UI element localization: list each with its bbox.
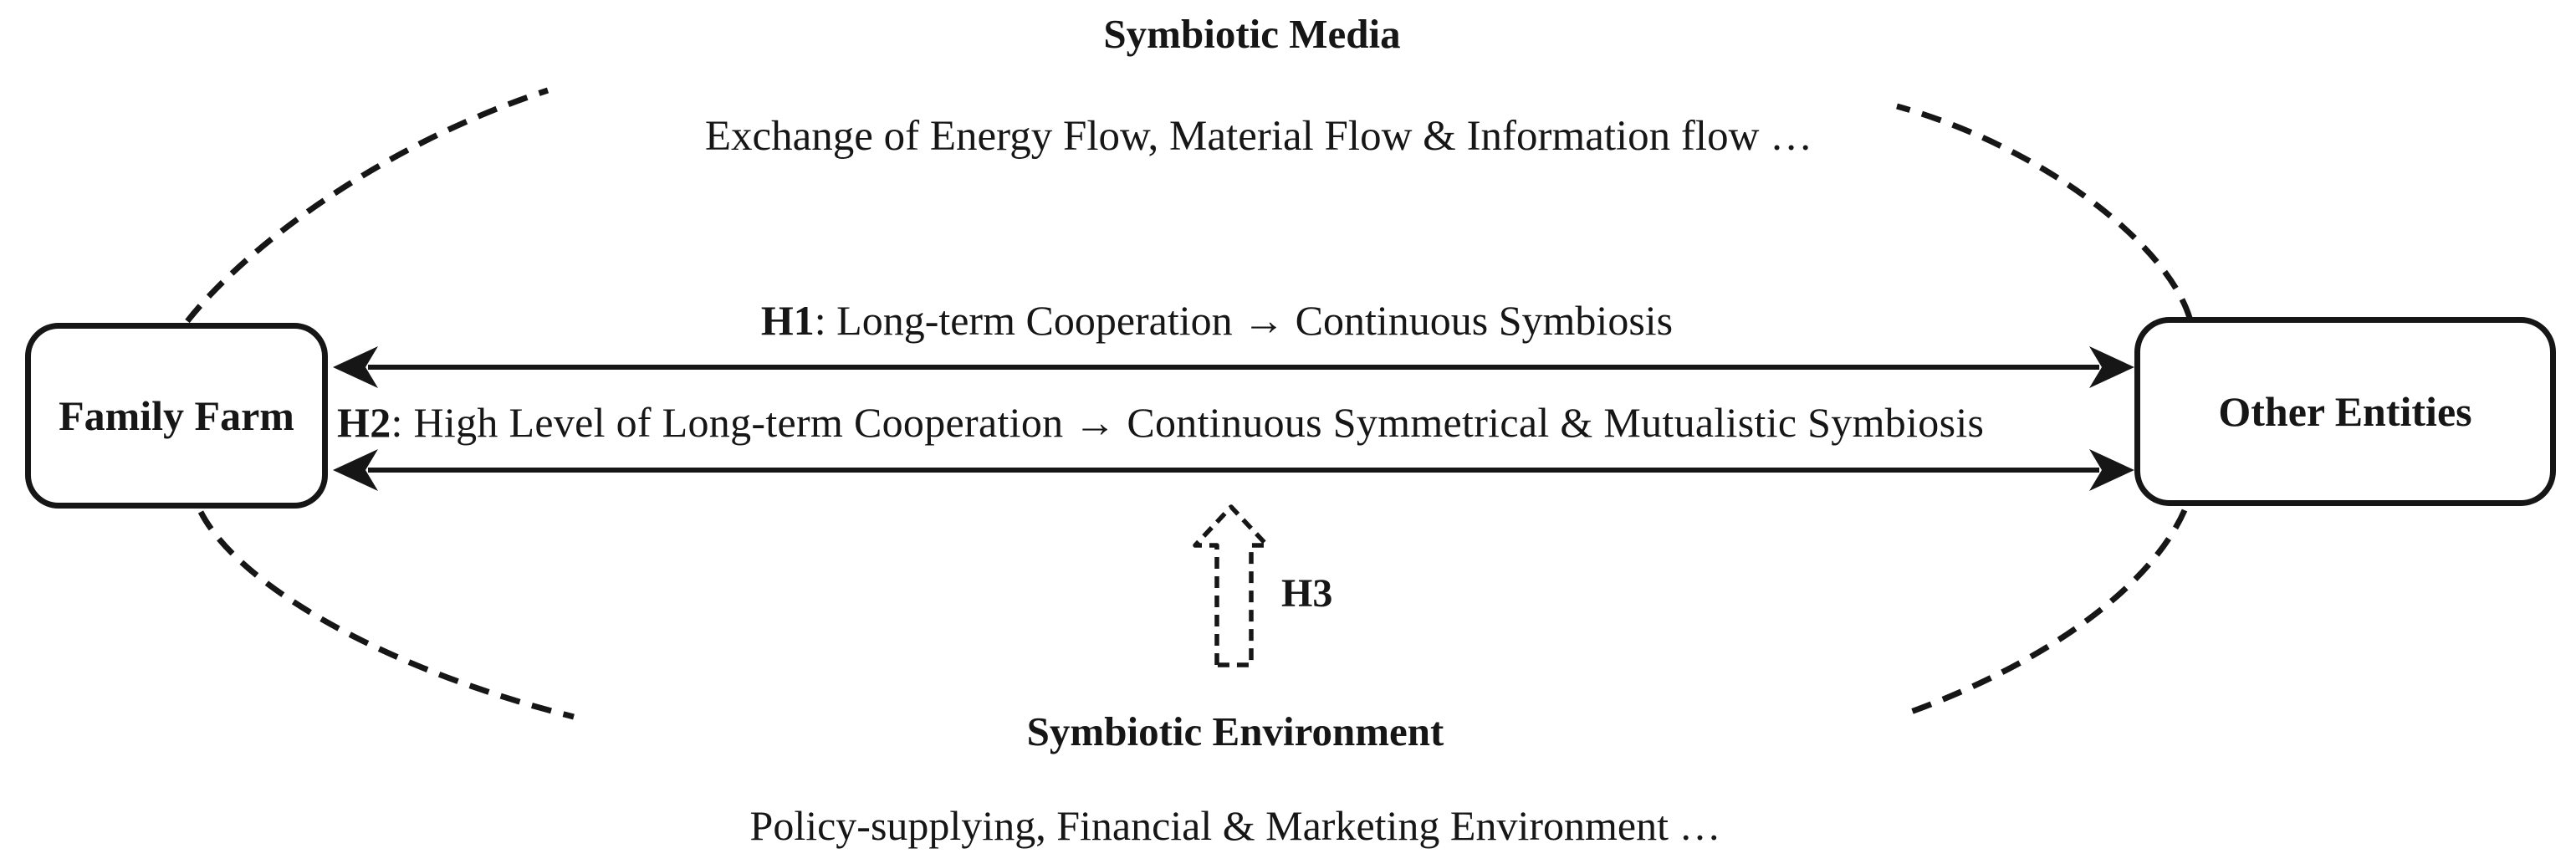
h1-statement: : Long-term Cooperation → Continuous Sym… — [814, 297, 1674, 344]
h3-dashed-block-arrow-icon — [1193, 504, 1270, 667]
symbiotic-environment-description: Policy-supplying, Financial & Marketing … — [749, 802, 1721, 849]
hypothesis-h2-text: H2: High Level of Long-term Cooperation … — [337, 401, 1984, 443]
other-entities-label: Other Entities — [2218, 388, 2472, 435]
hypothesis-h3-label: H3 — [1281, 571, 1333, 616]
symbiotic-environment-title: Symbiotic Environment — [1026, 708, 1444, 754]
family-farm-box: Family Farm — [25, 323, 328, 509]
h1-double-arrow — [333, 346, 2134, 388]
h2-arrowhead-left-icon — [333, 449, 378, 491]
h2-arrowhead-right-icon — [2089, 449, 2134, 491]
h2-statement: : High Level of Long-term Cooperation → … — [391, 399, 1985, 446]
symbiotic-media-title: Symbiotic Media — [1103, 11, 1401, 57]
boundary-arc-bottom-right — [1907, 509, 2188, 716]
h1-arrowhead-left-icon — [333, 346, 378, 388]
h1-id: H1 — [760, 297, 815, 344]
family-farm-label: Family Farm — [59, 392, 294, 439]
other-entities-box: Other Entities — [2134, 317, 2556, 506]
boundary-arc-top-right — [1896, 103, 2193, 320]
boundary-arc-top-left — [185, 87, 549, 324]
h2-double-arrow — [333, 449, 2134, 491]
h1-arrowhead-right-icon — [2089, 346, 2134, 388]
boundary-arc-bottom-left — [197, 510, 575, 720]
hypothesis-h1-text: H1: Long-term Cooperation → Continuous S… — [761, 299, 1673, 341]
symbiotic-media-description: Exchange of Energy Flow, Material Flow &… — [704, 113, 1813, 160]
h2-id: H2 — [337, 399, 391, 446]
